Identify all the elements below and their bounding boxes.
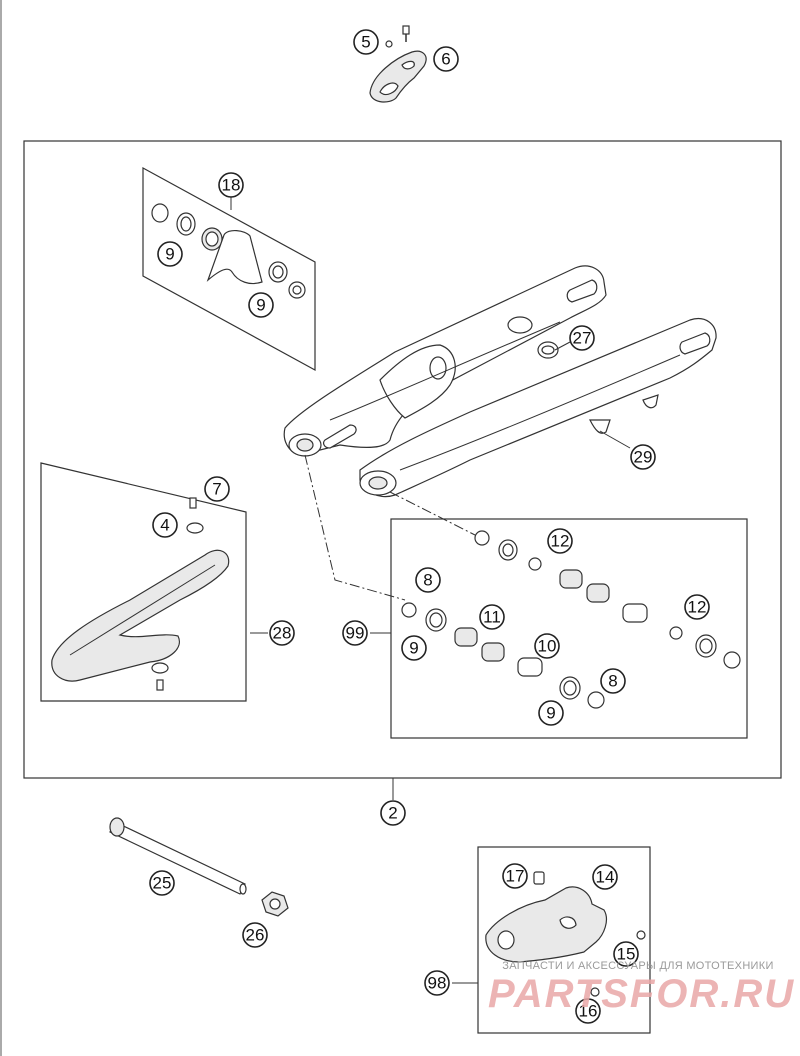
- assembly-line-right: [389, 491, 476, 536]
- svg-text:6: 6: [441, 50, 450, 69]
- svg-text:15: 15: [617, 945, 636, 964]
- callout-17: 17: [502, 863, 528, 889]
- svg-text:10: 10: [538, 637, 557, 656]
- svg-text:4: 4: [160, 516, 169, 535]
- callout-99: 99: [342, 620, 368, 646]
- callout-27: 27: [569, 325, 595, 351]
- svg-text:18: 18: [222, 176, 241, 195]
- svg-text:12: 12: [551, 532, 570, 551]
- callout-12-a: 12: [547, 528, 573, 554]
- pivot-kit-parts: [401, 530, 741, 709]
- callout-5: 5: [353, 29, 379, 55]
- svg-text:8: 8: [423, 571, 432, 590]
- svg-text:9: 9: [256, 296, 265, 315]
- callout-25: 25: [149, 870, 175, 896]
- leader-lines: [230, 197, 631, 984]
- svg-text:27: 27: [573, 329, 592, 348]
- callout-4: 4: [152, 512, 178, 538]
- callout-98: 98: [424, 970, 450, 996]
- svg-text:9: 9: [165, 245, 174, 264]
- callout-11: 11: [479, 604, 505, 630]
- svg-text:9: 9: [546, 704, 555, 723]
- chain-guide-part: [485, 871, 646, 997]
- callout-8-a: 8: [415, 567, 441, 593]
- screw-part: [385, 25, 410, 48]
- callout-8-b: 8: [600, 668, 626, 694]
- svg-text:7: 7: [212, 480, 221, 499]
- clip-part: [369, 50, 427, 103]
- callout-29: 29: [630, 444, 656, 470]
- callout-9-d: 9: [538, 700, 564, 726]
- svg-text:11: 11: [483, 608, 501, 627]
- svg-text:98: 98: [428, 974, 447, 993]
- svg-text:8: 8: [608, 672, 617, 691]
- chain-slider-part: [51, 497, 230, 691]
- callout-16: 16: [575, 998, 601, 1024]
- callout-2: 2: [380, 800, 406, 826]
- chain-slider-panel: [40, 462, 247, 702]
- callout-9-c: 9: [401, 635, 427, 661]
- callout-15: 15: [613, 941, 639, 967]
- svg-text:26: 26: [246, 926, 265, 945]
- svg-text:25: 25: [153, 874, 172, 893]
- callout-26: 26: [242, 922, 268, 948]
- callout-9-a: 9: [157, 241, 183, 267]
- assembly-line-left: [304, 454, 406, 601]
- axle-part: [109, 817, 247, 895]
- swingarm-group-frame: [23, 140, 782, 779]
- watermark-logo: PARTSFOR.RU: [488, 972, 796, 1016]
- svg-text:2: 2: [388, 804, 397, 823]
- callout-6: 6: [433, 46, 459, 72]
- callout-12-b: 12: [684, 594, 710, 620]
- watermark-tagline: ЗАПЧАСТИ И АКСЕССУАРЫ ДЛЯ МОТОТЕХНИКИ: [502, 960, 774, 972]
- svg-text:16: 16: [579, 1002, 598, 1021]
- callout-18: 18: [218, 172, 244, 198]
- pivot-kit-panel: [390, 518, 748, 739]
- svg-text:5: 5: [361, 33, 370, 52]
- swingarm: [283, 265, 717, 498]
- callout-10: 10: [534, 633, 560, 659]
- callout-7: 7: [204, 476, 230, 502]
- svg-text:29: 29: [634, 448, 653, 467]
- svg-text:14: 14: [596, 868, 615, 887]
- svg-text:99: 99: [346, 624, 365, 643]
- svg-text:12: 12: [688, 598, 707, 617]
- svg-text:28: 28: [273, 624, 292, 643]
- bearing-kit-panel: [142, 166, 316, 372]
- svg-text:17: 17: [506, 867, 525, 886]
- nut-part: [261, 891, 289, 917]
- callout-14: 14: [592, 864, 618, 890]
- chain-guide-panel: [477, 846, 651, 1034]
- bearing-kit-parts: [151, 203, 306, 299]
- svg-text:9: 9: [409, 639, 418, 658]
- callout-9-b: 9: [248, 292, 274, 318]
- callout-28: 28: [269, 620, 295, 646]
